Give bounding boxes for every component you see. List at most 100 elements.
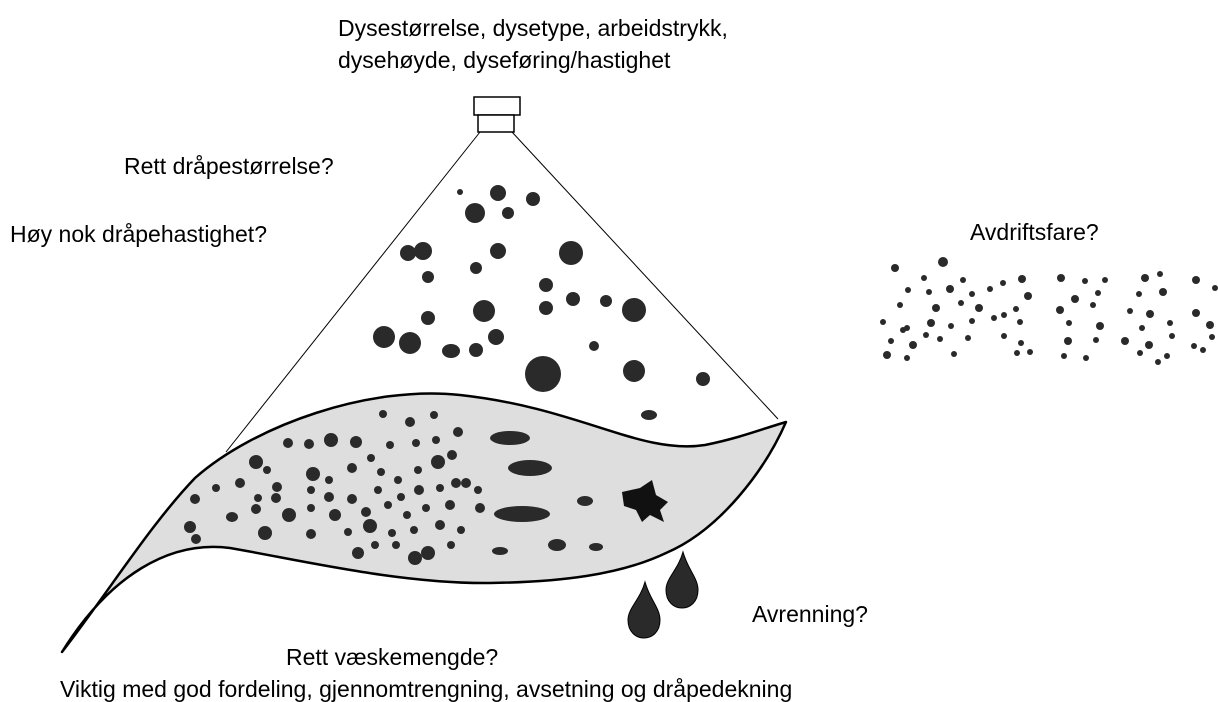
- droplet: [400, 245, 416, 261]
- droplet: [926, 289, 932, 295]
- droplet: [306, 467, 320, 481]
- droplet: [367, 454, 375, 462]
- droplet: [442, 344, 460, 358]
- droplet: [414, 242, 432, 260]
- droplet: [1082, 278, 1088, 284]
- droplet: [508, 460, 552, 476]
- droplet: [475, 503, 485, 513]
- droplet: [403, 511, 411, 519]
- droplet: [394, 476, 402, 484]
- droplet: [254, 494, 262, 502]
- droplet: [946, 285, 954, 293]
- droplet: [951, 351, 957, 357]
- droplet: [622, 298, 646, 322]
- droplet: [352, 547, 364, 559]
- droplet: [494, 506, 550, 522]
- droplet: [384, 501, 392, 509]
- droplet: [600, 295, 612, 307]
- droplet: [1157, 271, 1163, 277]
- droplet: [392, 541, 400, 549]
- droplet: [1027, 349, 1033, 355]
- droplet: [408, 551, 422, 565]
- droplet: [1212, 285, 1218, 291]
- droplet: [566, 292, 580, 306]
- nozzle-params-line1: Dysestørrelse, dysetype, arbeidstrykk,: [338, 14, 728, 42]
- droplet: [539, 301, 553, 315]
- droplet: [263, 466, 271, 474]
- droplet: [1167, 320, 1173, 326]
- droplet: [888, 338, 894, 344]
- droplet: [921, 275, 927, 281]
- leaf-shape: [62, 393, 786, 652]
- droplet: [958, 300, 964, 306]
- droplet: [465, 203, 485, 223]
- droplet: [445, 500, 455, 510]
- droplet: [324, 492, 334, 502]
- droplet: [1191, 343, 1197, 349]
- droplet: [1000, 280, 1006, 286]
- droplet: [960, 277, 966, 283]
- droplet: [937, 336, 943, 342]
- droplet: [457, 526, 465, 534]
- droplet: [923, 332, 929, 338]
- droplet: [453, 427, 463, 437]
- droplet: [344, 528, 352, 536]
- droplet: [1159, 288, 1167, 296]
- droplet: [1083, 355, 1089, 361]
- droplet: [399, 332, 421, 354]
- droplet: [965, 335, 971, 341]
- droplet: [1056, 306, 1064, 314]
- droplet: [373, 326, 395, 348]
- droplet: [306, 529, 316, 539]
- droplet: [470, 262, 482, 274]
- droplet: [410, 526, 418, 534]
- droplet: [386, 441, 394, 449]
- droplet: [1209, 334, 1215, 340]
- droplet: [325, 476, 333, 484]
- droplet: [1001, 333, 1007, 339]
- droplet: [451, 478, 461, 488]
- droplet: [1127, 308, 1133, 314]
- droplet: [350, 436, 362, 448]
- droplet: [361, 507, 371, 517]
- droplet: [374, 486, 382, 494]
- droplet: [696, 372, 710, 386]
- droplet: [421, 311, 435, 325]
- droplet: [589, 341, 599, 351]
- droplet: [388, 529, 396, 537]
- droplet: [1137, 350, 1143, 356]
- droplet: [1192, 276, 1200, 284]
- droplet: [1018, 340, 1024, 346]
- droplet: [430, 411, 438, 419]
- droplet: [991, 315, 997, 321]
- droplet: [190, 494, 200, 504]
- nozzle-params-line2: dysehøyde, dyseføring/hastighet: [338, 46, 670, 74]
- droplet-speed-label: Høy nok dråpehastighet?: [10, 220, 267, 248]
- droplet: [904, 355, 910, 361]
- droplet: [641, 410, 657, 420]
- droplet: [1024, 292, 1032, 300]
- droplet: [329, 509, 341, 521]
- droplet: [422, 271, 434, 283]
- droplet: [414, 466, 422, 474]
- droplet: [1066, 320, 1072, 326]
- droplet: [283, 438, 293, 448]
- droplet: [473, 300, 495, 322]
- droplet: [525, 356, 561, 392]
- droplet: [490, 243, 506, 259]
- droplet: [184, 521, 196, 533]
- droplet: [271, 493, 281, 503]
- droplet: [539, 278, 553, 292]
- droplet: [307, 504, 315, 512]
- drift-label: Avdriftsfare?: [970, 218, 1099, 246]
- droplet: [1093, 337, 1099, 343]
- droplet: [490, 185, 506, 201]
- droplet: [932, 304, 940, 312]
- droplet: [1090, 302, 1096, 308]
- droplet: [502, 207, 514, 219]
- droplet: [969, 291, 975, 297]
- droplet: [377, 468, 385, 476]
- droplet: [1061, 353, 1067, 359]
- droplet-size-label: Rett dråpestørrelse?: [124, 152, 334, 180]
- droplet: [379, 410, 387, 418]
